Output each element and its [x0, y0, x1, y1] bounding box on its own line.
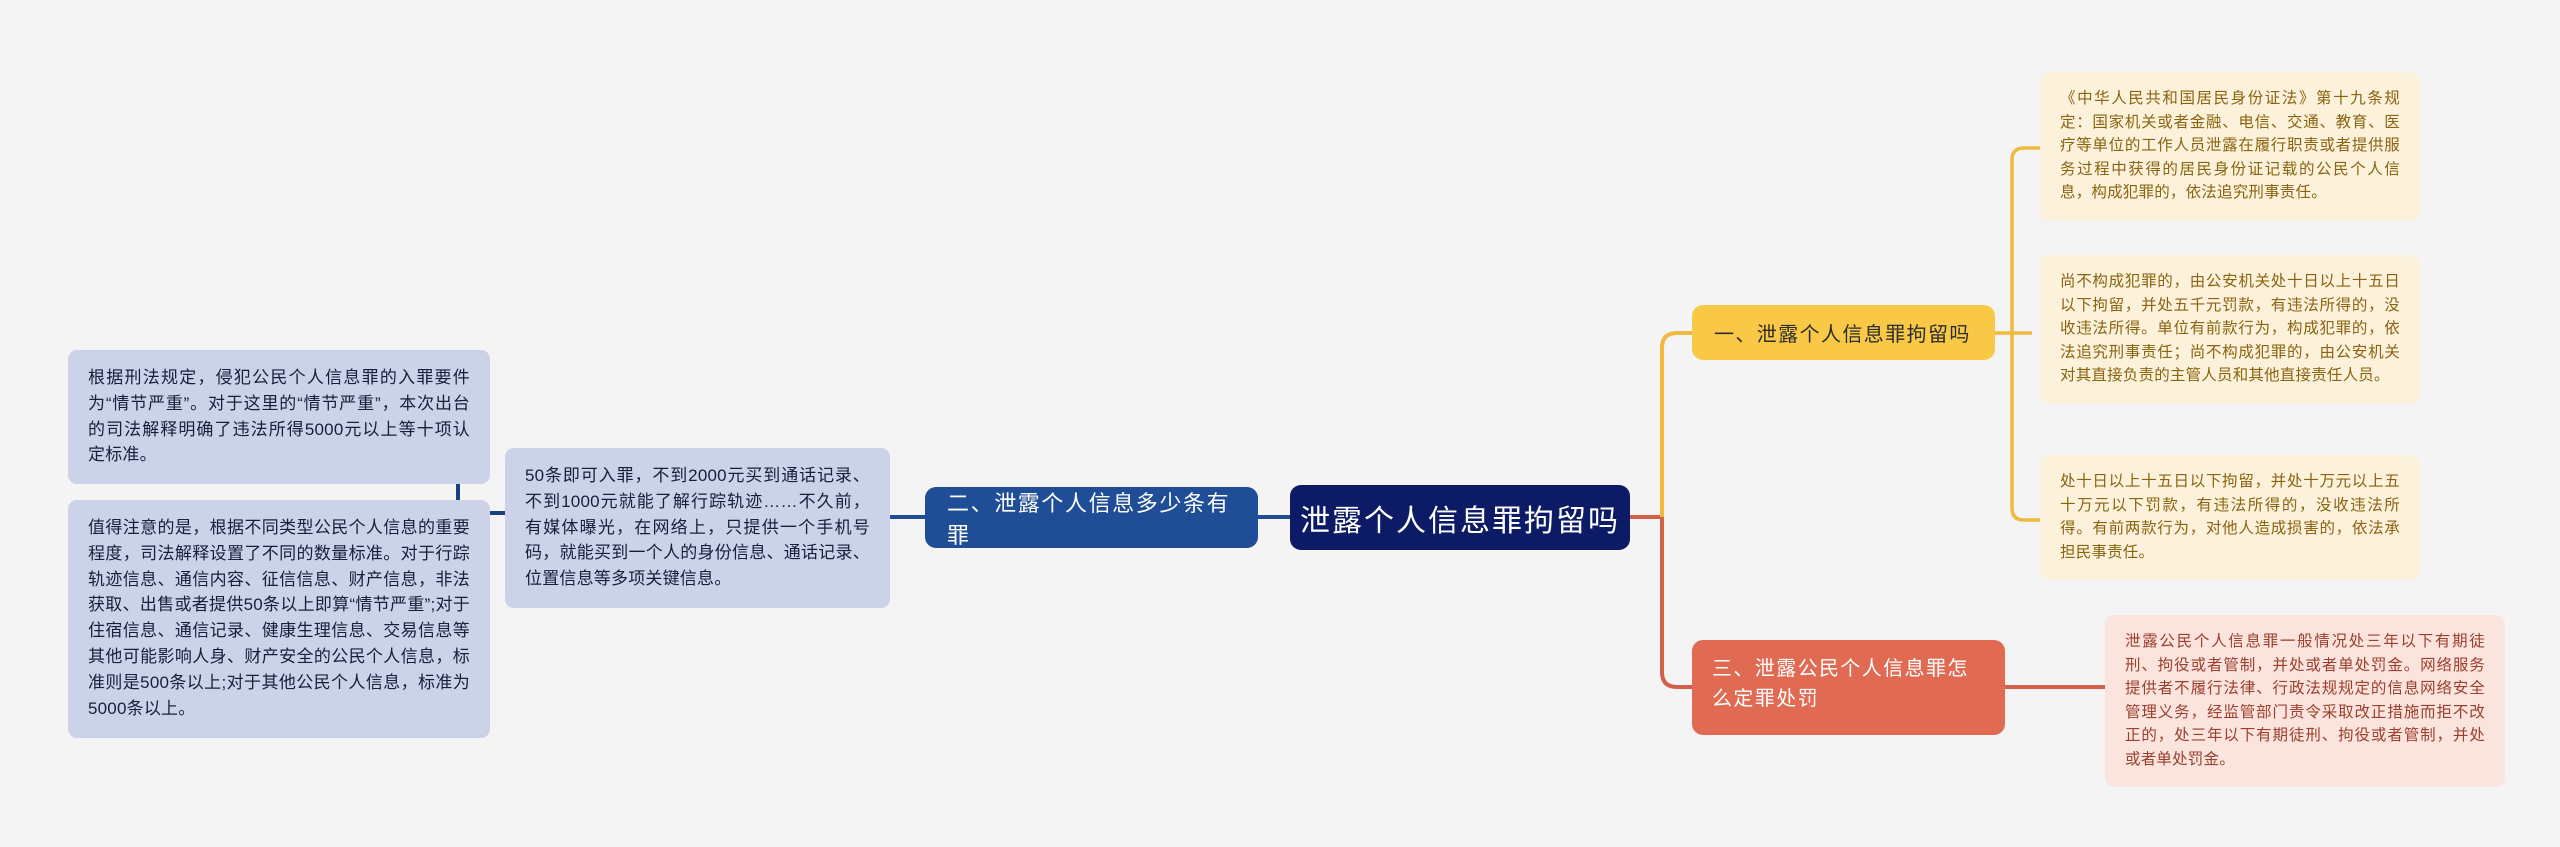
- detail-text: 50条即可入罪，不到2000元买到通话记录、不到1000元就能了解行踪轨迹……不…: [525, 466, 870, 589]
- detail-bubble-fines[interactable]: 处十日以上十五日以下拘留，并处十万元以上五十万元以下罚款，有违法所得的，没收违法…: [2040, 455, 2420, 581]
- center-node[interactable]: 泄露个人信息罪拘留吗: [1290, 485, 1630, 550]
- detail-text: 《中华人民共和国居民身份证法》第十九条规定：国家机关或者金融、电信、交通、教育、…: [2060, 90, 2400, 202]
- detail-text: 根据刑法规定，侵犯公民个人信息罪的入罪要件为“情节严重”。对于这里的“情节严重”…: [88, 368, 470, 465]
- detail-text: 值得注意的是，根据不同类型公民个人信息的重要程度，司法解释设置了不同的数量标准。…: [88, 518, 470, 718]
- detail-bubble-criminal-threshold[interactable]: 根据刑法规定，侵犯公民个人信息罪的入罪要件为“情节严重”。对于这里的“情节严重”…: [68, 350, 490, 485]
- detail-bubble-sentencing[interactable]: 泄露公民个人信息罪一般情况处三年以下有期徒刑、拘役或者管制，并处或者单处罚金。网…: [2105, 615, 2505, 788]
- detail-bubble-50-items[interactable]: 50条即可入罪，不到2000元买到通话记录、不到1000元就能了解行踪轨迹……不…: [505, 448, 890, 609]
- branch-node-3[interactable]: 三、泄露公民个人信息罪怎么定罪处罚: [1692, 640, 2005, 735]
- center-label: 泄露个人信息罪拘留吗: [1300, 504, 1620, 538]
- detail-text: 尚不构成犯罪的，由公安机关处十日以上十五日以下拘留，并处五千元罚款，有违法所得的…: [2060, 273, 2400, 385]
- branch-label: 一、泄露个人信息罪拘留吗: [1714, 324, 1971, 346]
- detail-text: 泄露公民个人信息罪一般情况处三年以下有期徒刑、拘役或者管制，并处或者单处罚金。网…: [2125, 633, 2485, 768]
- branch-label: 三、泄露公民个人信息罪怎么定罪处罚: [1712, 658, 1969, 710]
- detail-bubble-quantity-standards[interactable]: 值得注意的是，根据不同类型公民个人信息的重要程度，司法解释设置了不同的数量标准。…: [68, 500, 490, 738]
- branch-node-1[interactable]: 一、泄露个人信息罪拘留吗: [1692, 305, 1995, 360]
- branch-label: 二、泄露个人信息多少条有罪: [947, 490, 1231, 548]
- detail-bubble-id-card-law[interactable]: 《中华人民共和国居民身份证法》第十九条规定：国家机关或者金融、电信、交通、教育、…: [2040, 72, 2420, 221]
- detail-bubble-administrative-detention[interactable]: 尚不构成犯罪的，由公安机关处十日以上十五日以下拘留，并处五千元罚款，有违法所得的…: [2040, 255, 2420, 404]
- detail-text: 处十日以上十五日以下拘留，并处十万元以上五十万元以下罚款，有违法所得的，没收违法…: [2060, 473, 2400, 561]
- branch-node-2[interactable]: 二、泄露个人信息多少条有罪: [925, 487, 1258, 548]
